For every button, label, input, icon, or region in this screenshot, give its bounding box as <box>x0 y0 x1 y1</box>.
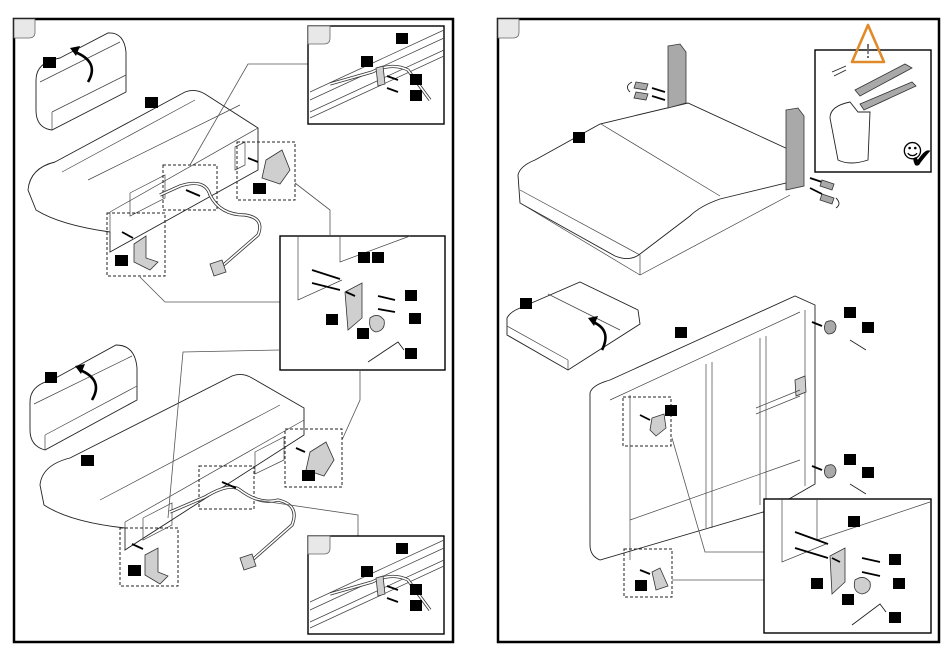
callout <box>253 183 266 194</box>
callout <box>372 252 384 263</box>
callout <box>844 454 856 465</box>
callout <box>302 470 315 481</box>
inset-bracket-detail-right <box>764 499 931 633</box>
checkmark-icon: ✔ <box>910 142 933 175</box>
inset-cable-clip-top <box>308 26 444 124</box>
callout <box>409 313 421 324</box>
step-tab-left <box>14 19 35 38</box>
callout <box>410 600 422 611</box>
callout <box>358 252 370 263</box>
frame-post <box>668 44 686 108</box>
callout <box>405 290 417 301</box>
inset-bracket-detail-top <box>280 236 445 370</box>
callout <box>889 612 901 623</box>
callout <box>357 328 369 339</box>
callout <box>848 516 860 527</box>
callout <box>573 132 585 143</box>
callout <box>862 467 874 478</box>
callout <box>862 322 874 333</box>
callout <box>396 33 408 44</box>
callout <box>410 74 422 85</box>
callout <box>811 578 823 589</box>
callout <box>81 455 94 466</box>
callout <box>410 584 422 595</box>
callout <box>405 348 417 359</box>
callout <box>361 566 373 577</box>
callout <box>520 298 532 309</box>
callout <box>396 543 408 554</box>
callout <box>635 580 647 591</box>
callout <box>893 578 905 589</box>
callout <box>145 97 158 108</box>
callout <box>128 565 141 576</box>
callout <box>410 90 422 101</box>
callout <box>844 307 856 318</box>
right-page: ! ☺ ✔ <box>498 19 939 642</box>
callout <box>842 594 854 605</box>
callout <box>43 57 56 68</box>
callout <box>115 255 128 266</box>
step-tab-right <box>498 19 519 38</box>
inset-cable-clip-bottom <box>308 536 444 634</box>
callout <box>361 56 373 67</box>
callout <box>675 327 687 338</box>
callout <box>889 554 901 565</box>
warning-symbol: ! <box>865 41 871 63</box>
callout <box>326 314 338 325</box>
callout <box>45 372 57 383</box>
frame-post <box>786 108 804 190</box>
left-page <box>14 19 453 642</box>
callout <box>665 405 677 416</box>
